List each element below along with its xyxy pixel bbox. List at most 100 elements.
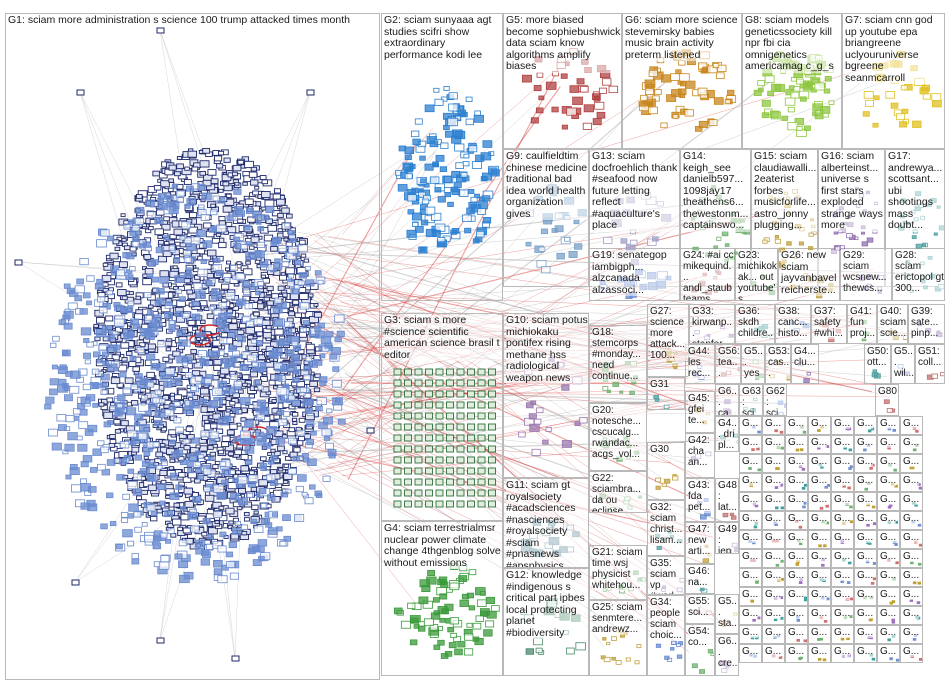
node xyxy=(178,296,186,302)
node xyxy=(439,166,448,172)
node xyxy=(472,238,480,244)
node xyxy=(270,240,278,246)
node xyxy=(463,153,470,159)
node xyxy=(932,99,942,108)
node xyxy=(287,273,294,279)
micro-group-panel: G... xyxy=(785,454,808,473)
node xyxy=(420,219,429,226)
node xyxy=(189,236,201,245)
node xyxy=(912,448,917,452)
node xyxy=(455,162,464,169)
node xyxy=(193,282,203,291)
node xyxy=(289,238,297,243)
node xyxy=(865,99,874,107)
group-panel-g80: G80 xyxy=(875,384,899,416)
node xyxy=(183,237,192,244)
node xyxy=(534,418,542,425)
micro-group-label: G... xyxy=(880,513,897,524)
node xyxy=(425,500,433,508)
node xyxy=(425,390,433,398)
micro-group-label: G... xyxy=(903,437,920,448)
micro-group-label: G... xyxy=(880,475,897,486)
node xyxy=(147,474,157,482)
node xyxy=(592,118,602,126)
micro-group-panel: G... xyxy=(785,473,808,492)
micro-group-label: G... xyxy=(742,475,759,486)
node xyxy=(796,78,804,85)
micro-group-panel: G... xyxy=(854,530,877,549)
node xyxy=(824,76,832,82)
node xyxy=(446,500,454,508)
node xyxy=(491,605,500,612)
node xyxy=(467,456,475,464)
node xyxy=(150,511,157,517)
node xyxy=(178,339,188,347)
node xyxy=(531,448,541,456)
node xyxy=(863,91,874,99)
node xyxy=(294,259,302,265)
group-label: G3: sciam s more #science scientific ame… xyxy=(384,314,503,361)
node xyxy=(155,246,165,254)
node xyxy=(721,231,729,237)
micro-group-label: G... xyxy=(857,456,874,467)
node xyxy=(317,279,324,285)
node xyxy=(467,390,475,398)
node xyxy=(454,648,463,656)
node xyxy=(672,114,679,119)
node xyxy=(208,400,219,409)
node xyxy=(847,486,851,490)
node xyxy=(488,489,496,497)
node xyxy=(918,657,922,661)
node xyxy=(393,489,402,497)
node xyxy=(237,335,246,343)
node xyxy=(488,423,496,431)
node xyxy=(425,478,433,486)
node xyxy=(240,524,249,531)
node xyxy=(756,447,760,451)
micro-group-panel: G... xyxy=(831,587,854,606)
node xyxy=(168,320,176,325)
node xyxy=(305,279,315,287)
node xyxy=(404,423,412,431)
node xyxy=(156,464,163,470)
micro-group-panel: G... xyxy=(785,568,808,587)
node xyxy=(404,379,412,387)
group-label: G30 xyxy=(650,444,684,455)
node xyxy=(147,310,154,316)
micro-group-panel: G... xyxy=(785,587,808,606)
node xyxy=(87,424,98,433)
group-panel-g45: G45: gfei te... xyxy=(685,391,715,433)
node xyxy=(698,120,709,129)
micro-group-panel: G... xyxy=(900,625,923,644)
node xyxy=(63,283,71,289)
node xyxy=(447,626,455,633)
node xyxy=(99,306,108,314)
node xyxy=(134,421,141,427)
node xyxy=(321,428,332,437)
node xyxy=(451,227,460,234)
node xyxy=(775,506,779,510)
node xyxy=(213,511,223,518)
micro-group-label: G... xyxy=(880,646,897,657)
group-label: G6: sciam more science stevemirsky babie… xyxy=(625,14,741,61)
node xyxy=(892,428,897,432)
node xyxy=(157,483,167,491)
node xyxy=(574,243,583,250)
node xyxy=(456,434,465,442)
node xyxy=(780,506,784,510)
node xyxy=(200,430,210,438)
node xyxy=(529,423,540,432)
node xyxy=(233,188,242,195)
node xyxy=(197,350,207,358)
node xyxy=(477,456,486,464)
node xyxy=(564,236,571,242)
node xyxy=(240,397,251,406)
node xyxy=(221,479,229,486)
micro-group-label: G... xyxy=(788,627,805,638)
micro-group-label: G... xyxy=(788,418,805,429)
node xyxy=(212,319,220,325)
micro-group-label: G... xyxy=(788,475,805,486)
micro-group-panel: G... xyxy=(739,568,762,587)
node xyxy=(233,380,243,388)
node xyxy=(119,441,130,449)
